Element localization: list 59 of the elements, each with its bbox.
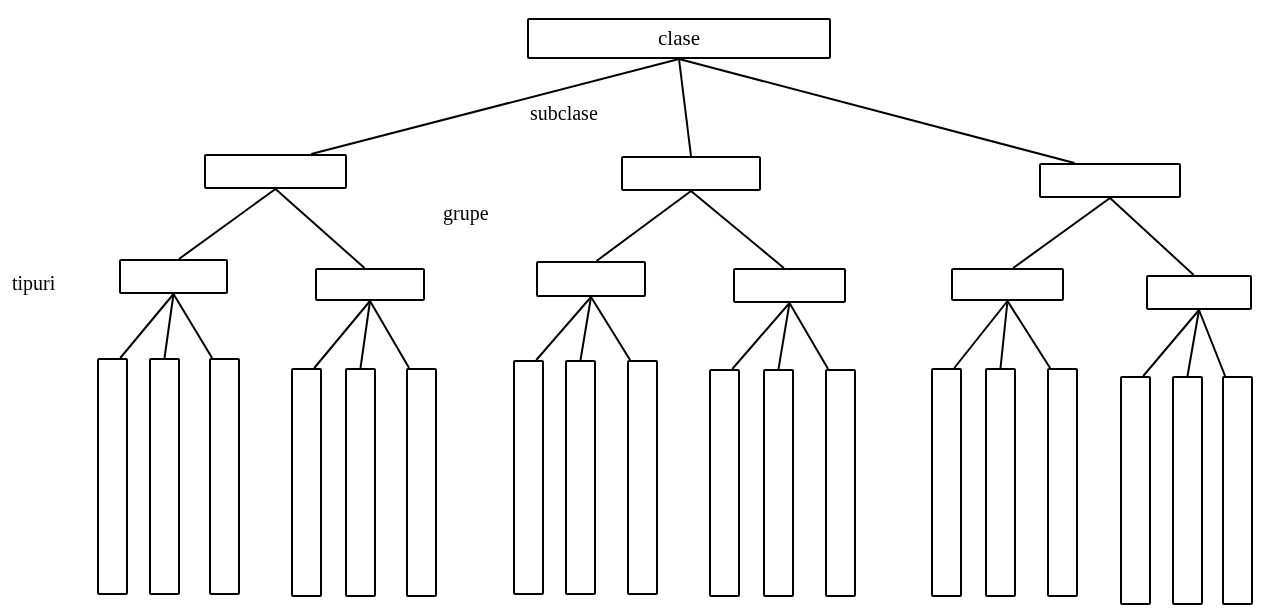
connector-line — [690, 190, 785, 269]
connector-line — [999, 300, 1009, 369]
connector-line — [163, 293, 175, 359]
tall-bar — [763, 369, 794, 597]
tall-bar — [513, 360, 544, 595]
connector-line — [678, 58, 692, 157]
connector-line — [535, 296, 592, 361]
tall-bar — [97, 358, 128, 595]
tall-bar — [1172, 376, 1203, 605]
connector-line — [731, 302, 791, 370]
tall-bar — [627, 360, 658, 595]
empty-box — [733, 268, 846, 303]
empty-box — [204, 154, 347, 189]
connector-line — [119, 293, 175, 359]
empty-box — [119, 259, 228, 294]
connector-line — [590, 296, 632, 361]
tall-bar — [406, 368, 437, 597]
level-label: grupe — [443, 202, 489, 225]
connector-line — [595, 190, 692, 262]
empty-box — [951, 268, 1064, 301]
empty-box — [621, 156, 761, 191]
empty-box — [1146, 275, 1252, 310]
connector-line — [310, 58, 680, 155]
tall-bar — [931, 368, 962, 597]
tall-bar — [825, 369, 856, 597]
tall-bar — [149, 358, 180, 595]
connector-line — [177, 188, 277, 260]
class-box — [527, 18, 831, 59]
connector-line — [777, 302, 791, 370]
connector-line — [1186, 309, 1200, 377]
tall-bar — [209, 358, 240, 595]
tall-bar — [291, 368, 322, 597]
tall-bar — [565, 360, 596, 595]
connector-line — [788, 302, 830, 370]
connector-line — [1012, 197, 1111, 269]
connector-line — [1006, 300, 1052, 369]
tall-bar — [1222, 376, 1253, 605]
node-text: clase — [658, 26, 700, 51]
tall-bar — [1120, 376, 1151, 605]
connector-line — [313, 300, 371, 369]
empty-box — [536, 261, 646, 297]
connector-line — [274, 188, 366, 269]
empty-box — [315, 268, 425, 301]
connector-line — [953, 300, 1009, 369]
tall-bar — [1047, 368, 1078, 597]
connector-line — [369, 300, 411, 369]
level-label: tipuri — [12, 272, 56, 295]
tall-bar — [709, 369, 740, 597]
connector-line — [1109, 197, 1195, 276]
connector-line — [1142, 309, 1200, 377]
connector-line — [359, 300, 371, 369]
connector-line — [579, 296, 592, 361]
tall-bar — [985, 368, 1016, 597]
tall-bar — [345, 368, 376, 597]
connector-line — [172, 293, 214, 359]
level-label: subclase — [530, 102, 598, 125]
empty-box — [1039, 163, 1181, 198]
connector-line — [1198, 309, 1227, 377]
connector-line — [678, 58, 1076, 164]
